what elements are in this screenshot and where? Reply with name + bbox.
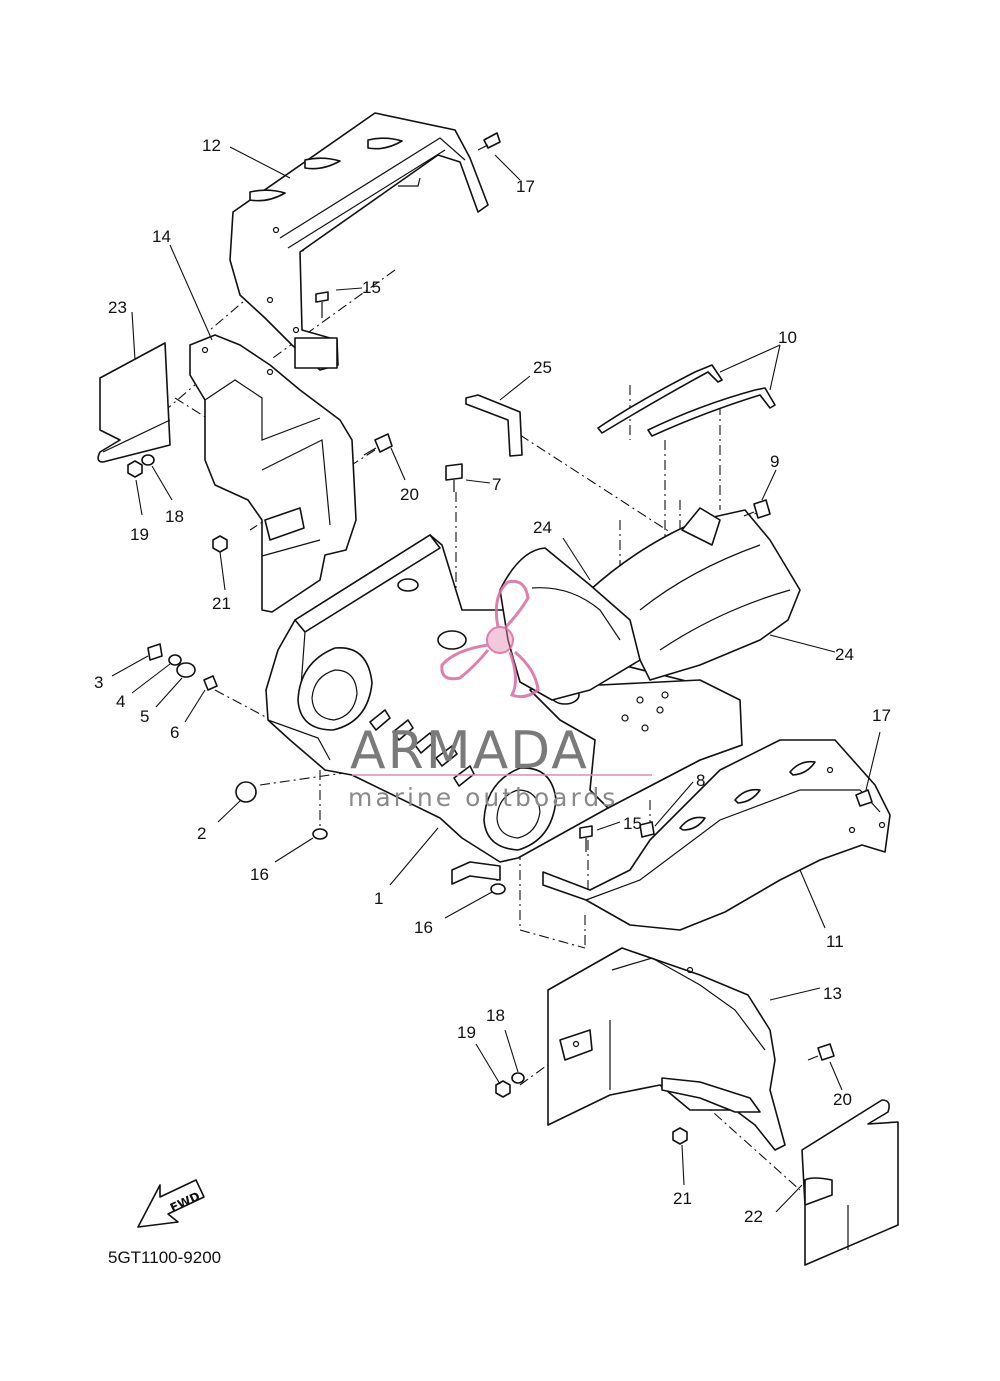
callout-4: 4 (116, 692, 125, 711)
part-13-lower-bracket (547, 947, 786, 1151)
part-14-upper-bracket (189, 334, 357, 613)
callout-16: 16 (250, 865, 269, 884)
callout-11: 11 (826, 932, 844, 951)
callout-15: 15 (362, 278, 381, 297)
callout-18-lower: 18 (486, 1006, 505, 1025)
part-22-right-gasket (801, 1099, 899, 1266)
hardware-fasteners (127, 132, 873, 1145)
callout-19: 19 (130, 525, 149, 544)
callout-14: 14 (152, 227, 171, 246)
callout-7: 7 (492, 475, 501, 494)
callout-19-lower: 19 (457, 1023, 476, 1042)
leader-lines (111, 146, 881, 1213)
callout-2: 2 (197, 824, 206, 843)
armada-watermark: ARMADA marine outboards (348, 579, 652, 812)
propeller-logo-icon (440, 579, 540, 699)
callout-22: 22 (744, 1207, 763, 1226)
part-10-trim-strips (597, 364, 776, 437)
part-25-strip (465, 394, 523, 457)
part-24-cover (499, 507, 801, 701)
diagram-code: 5GT1100-9200 (108, 1248, 221, 1267)
callout-17-right: 17 (872, 706, 891, 725)
callout-17: 17 (516, 177, 535, 196)
callout-10: 10 (778, 328, 797, 347)
callout-23: 23 (108, 298, 127, 317)
watermark-brand: ARMADA (350, 721, 589, 781)
callout-24: 24 (533, 518, 552, 537)
callout-labels: 12 17 14 15 23 10 25 9 7 20 18 19 24 21 … (94, 136, 891, 1226)
callout-3: 3 (94, 673, 103, 692)
callout-12: 12 (202, 136, 221, 155)
callout-6: 6 (170, 723, 179, 742)
callout-24-right: 24 (835, 645, 854, 664)
part-1-main-housing (265, 534, 743, 885)
part-12-upper-cover (229, 112, 489, 371)
callout-21: 21 (212, 594, 231, 613)
callout-20: 20 (400, 485, 419, 504)
watermark-tagline: marine outboards (348, 783, 618, 812)
callout-18: 18 (165, 507, 184, 526)
callout-9: 9 (770, 452, 779, 471)
forward-arrow-icon: FWD (137, 1179, 205, 1228)
callout-25: 25 (533, 358, 552, 377)
callout-13: 13 (823, 984, 842, 1003)
callout-8: 8 (696, 771, 705, 790)
callout-20-lower: 20 (833, 1090, 852, 1109)
callout-15-lower: 15 (623, 814, 642, 833)
callout-21-lower: 21 (673, 1189, 692, 1208)
callout-16-lower: 16 (414, 918, 433, 937)
callout-1: 1 (374, 889, 383, 908)
part-23-left-gasket (97, 342, 171, 463)
callout-5: 5 (140, 707, 149, 726)
